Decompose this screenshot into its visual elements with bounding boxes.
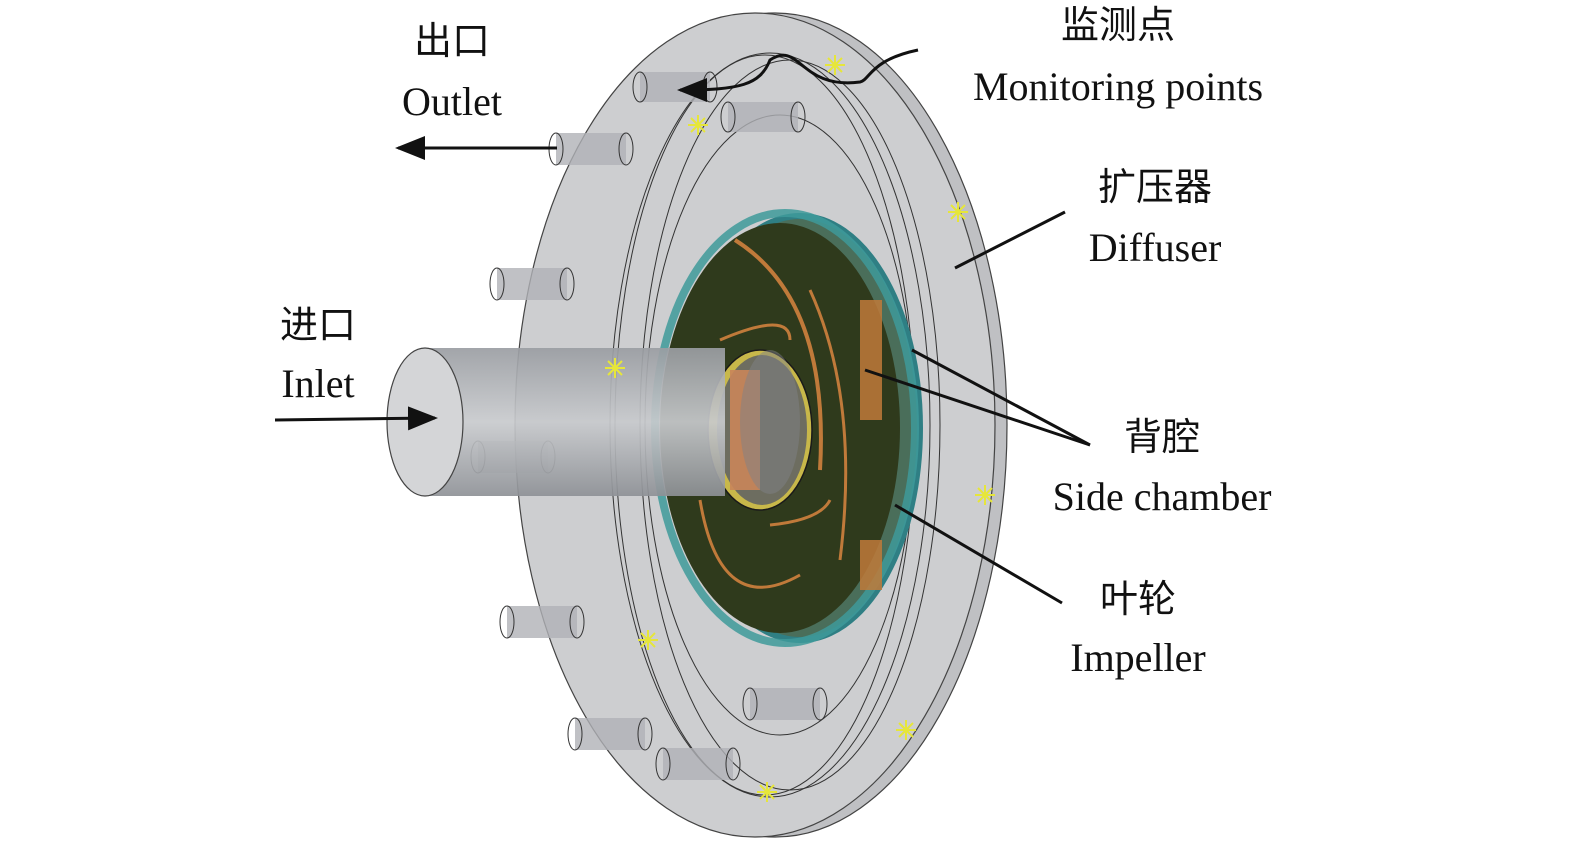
monitoring-label-en: Monitoring points: [973, 64, 1263, 109]
side-chamber-leader-2: [864, 368, 1091, 447]
side-chamber-label-cn: 背腔: [1124, 415, 1200, 459]
impeller-leader: [894, 503, 1063, 605]
outlet-label-cn: 出口: [414, 19, 490, 63]
monitoring-point-markers: [605, 55, 995, 802]
inlet-arrow: [274, 406, 438, 431]
diffuser-label-cn: 扩压器: [1098, 165, 1212, 209]
impeller-label-cn: 叶轮: [1100, 577, 1176, 621]
diffuser-leader: [954, 210, 1066, 270]
inlet-label-en: Inlet: [281, 361, 354, 406]
diffuser-label-en: Diffuser: [1089, 225, 1222, 270]
monitoring-leader: [677, 48, 919, 102]
impeller-label-en: Impeller: [1070, 635, 1206, 680]
outlet-label-en: Outlet: [402, 79, 502, 124]
monitoring-label-cn: 监测点: [1061, 3, 1175, 47]
side-chamber-label-en: Side chamber: [1053, 474, 1272, 519]
side-chamber-leader-1: [911, 348, 1091, 447]
inlet-label-cn: 进口: [280, 303, 356, 347]
